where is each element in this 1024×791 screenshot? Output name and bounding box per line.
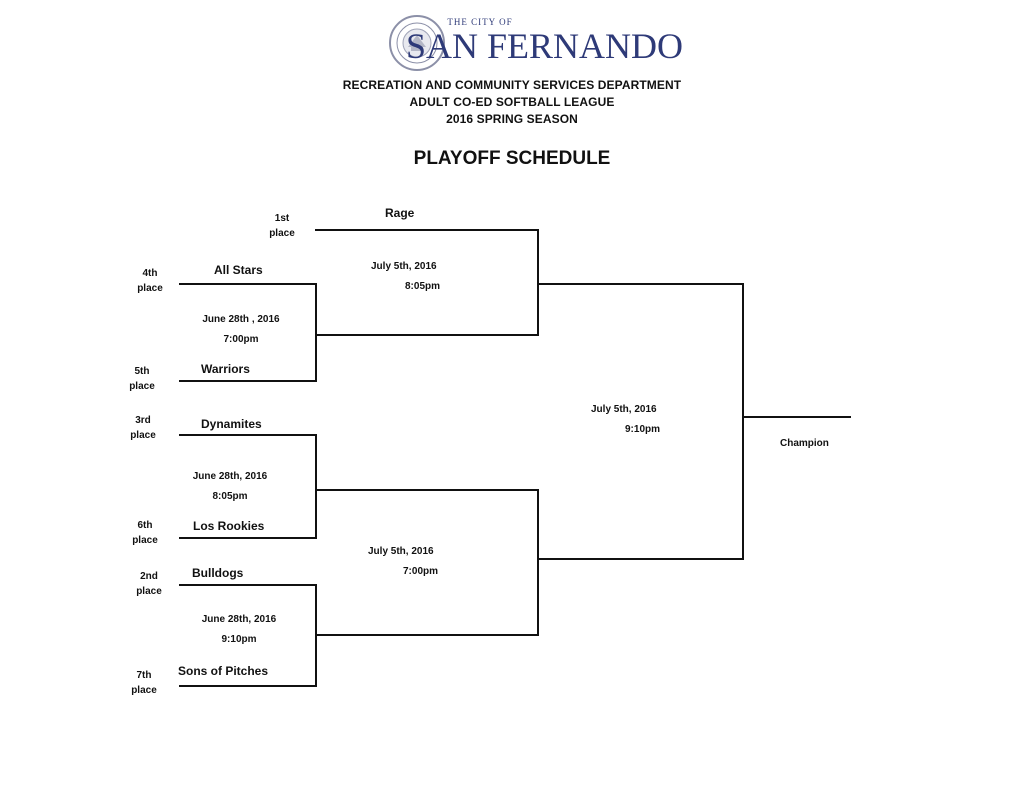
seed-fifth-rank: 5th <box>134 366 150 377</box>
seed-first: 1st place <box>262 211 302 241</box>
seed-third: 3rd place <box>123 413 163 443</box>
game-round1-2: June 28th, 2016 8:05pm <box>184 467 276 507</box>
seed-second-rank: 2nd <box>140 571 158 582</box>
team-dynamites: Dynamites <box>201 417 262 431</box>
logo-city-name: SAN FERNANDO <box>406 26 684 66</box>
city-logo: The City of SAN FERNANDO <box>388 14 683 72</box>
game-semifinal-1-time: 8:05pm <box>405 281 441 292</box>
game-final: July 5th, 2016 9:10pm <box>591 400 660 440</box>
game-round1-2-date: June 28th, 2016 <box>192 471 268 482</box>
team-sons-of-pitches: Sons of Pitches <box>178 664 269 678</box>
seed-sixth-rank: 6th <box>137 520 153 531</box>
game-round1-1: June 28th , 2016 7:00pm <box>195 310 287 350</box>
game-final-date: July 5th, 2016 <box>591 404 657 415</box>
seed-sixth: 6th place <box>125 518 165 548</box>
seed-sixth-word: place <box>132 535 158 546</box>
seed-third-word: place <box>130 430 156 441</box>
seed-fifth: 5th place <box>122 364 162 394</box>
seed-seventh-word: place <box>131 685 157 696</box>
seed-fourth-word: place <box>137 283 163 294</box>
page-title: PLAYOFF SCHEDULE <box>413 148 611 169</box>
game-round1-2-time: 8:05pm <box>212 491 248 502</box>
game-final-time: 9:10pm <box>625 424 661 435</box>
seed-seventh-rank: 7th <box>136 670 152 681</box>
game-semifinal-2-date: July 5th, 2016 <box>368 546 434 557</box>
team-all-stars: All Stars <box>214 263 263 277</box>
game-round1-3-time: 9:10pm <box>221 634 257 645</box>
seed-fourth: 4th place <box>130 266 170 296</box>
game-round1-1-time: 7:00pm <box>223 334 259 345</box>
seed-second-word: place <box>136 586 162 597</box>
seed-fourth-rank: 4th <box>142 268 158 279</box>
game-semifinal-2-time: 7:00pm <box>403 566 439 577</box>
season-heading: 2016 SPRING SEASON <box>446 112 578 126</box>
game-round1-1-date: June 28th , 2016 <box>202 314 280 325</box>
seed-seventh: 7th place <box>124 668 164 698</box>
seed-fifth-word: place <box>129 381 155 392</box>
seed-first-word: place <box>269 228 295 239</box>
game-semifinal-2: July 5th, 2016 7:00pm <box>368 542 438 582</box>
game-semifinal-1-date: July 5th, 2016 <box>371 261 437 272</box>
league-heading: ADULT CO-ED SOFTBALL LEAGUE <box>409 95 615 109</box>
department-heading: RECREATION AND COMMUNITY SERVICES DEPART… <box>342 78 682 92</box>
seed-first-rank: 1st <box>274 213 290 224</box>
team-warriors: Warriors <box>201 362 250 376</box>
team-bulldogs: Bulldogs <box>192 566 244 580</box>
seed-third-rank: 3rd <box>135 415 151 426</box>
game-semifinal-1: July 5th, 2016 8:05pm <box>371 257 440 297</box>
city-seal-icon <box>389 15 445 71</box>
team-los-rookies: Los Rookies <box>193 519 265 533</box>
seed-second: 2nd place <box>129 569 169 599</box>
game-round1-3-date: June 28th, 2016 <box>201 614 277 625</box>
team-rage: Rage <box>385 206 415 220</box>
game-round1-3: June 28th, 2016 9:10pm <box>193 610 285 650</box>
logo-small-text: The City of <box>447 17 513 27</box>
champion-label: Champion <box>780 438 829 449</box>
